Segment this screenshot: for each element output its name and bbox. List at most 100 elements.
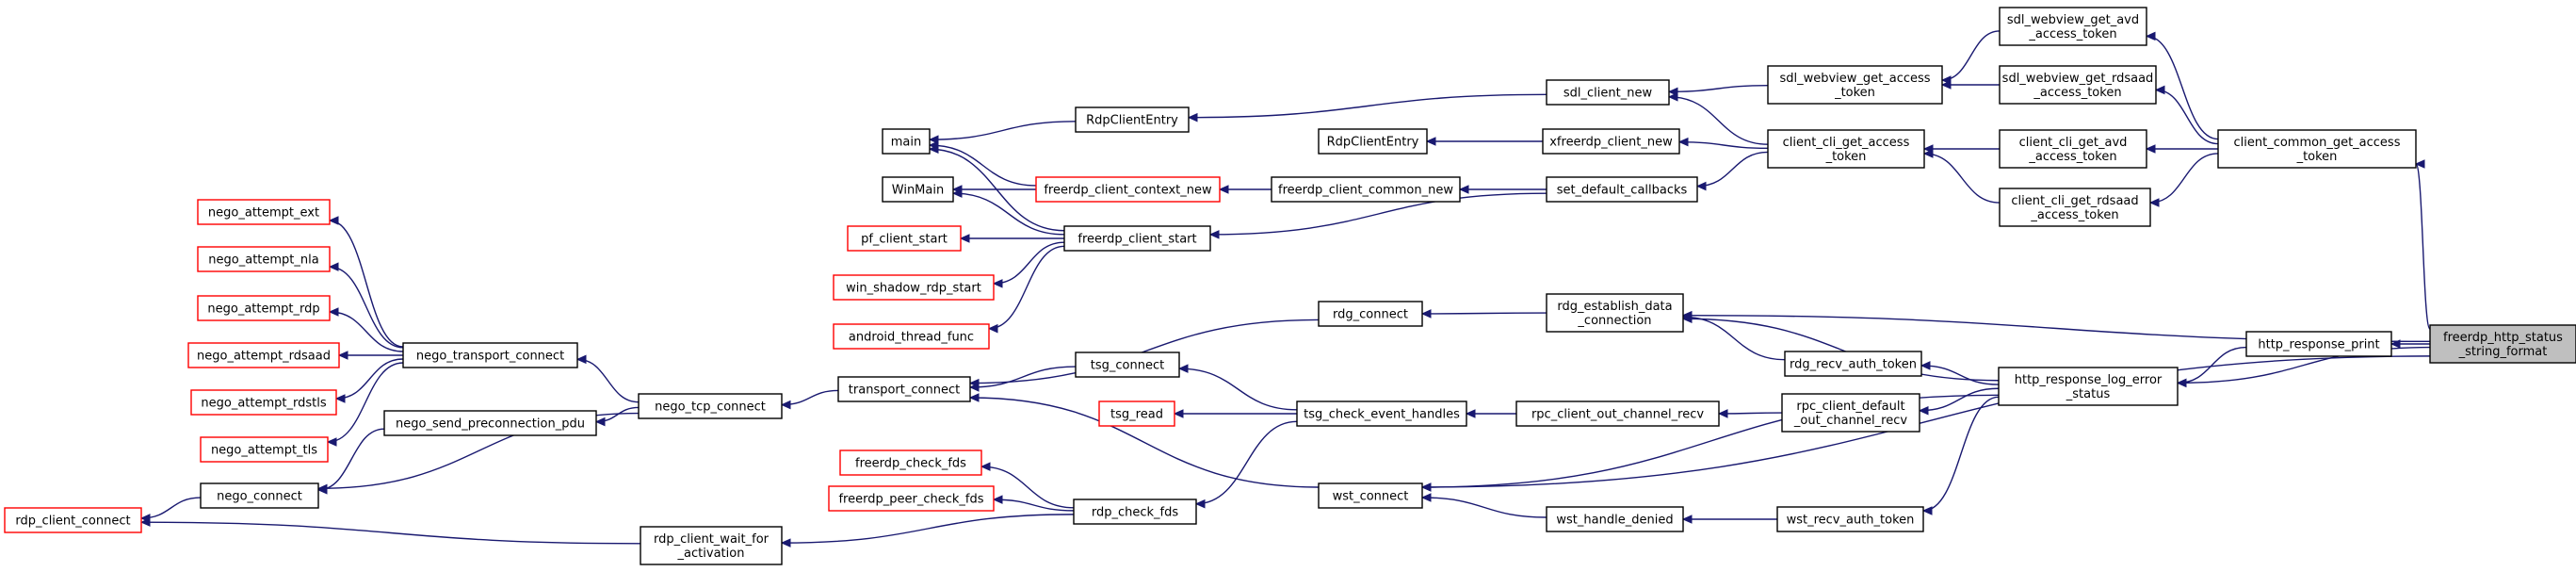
node-wst-handle-denied[interactable]: wst_handle_denied — [1546, 506, 1684, 532]
node-transport-connect[interactable]: transport_connect — [837, 376, 971, 402]
node-rdg-recv-auth-token[interactable]: rdg_recv_auth_token — [1784, 351, 1922, 377]
node-sdl-client-new[interactable]: sdl_client_new — [1546, 79, 1670, 106]
node-nego-attempt-nla[interactable]: nego_attempt_nla — [197, 246, 331, 272]
node-nego-attempt-tls[interactable]: nego_attempt_tls — [200, 436, 329, 463]
node-rdg-establish-data-connection[interactable]: rdg_establish_data_connection — [1546, 293, 1684, 333]
node-rpc-client-default-out-channel-recv[interactable]: rpc_client_default_out_channel_recv — [1781, 393, 1920, 433]
node-set-default-callbacks[interactable]: set_default_callbacks — [1546, 176, 1698, 203]
node-freerdp-check-fds[interactable]: freerdp_check_fds — [839, 449, 982, 476]
node-nego-tcp-connect[interactable]: nego_tcp_connect — [638, 393, 783, 419]
edge-sdl-webview-get-avd-access-token-to-sdl-webview-get-access-token — [1941, 30, 2001, 81]
node-label: _token — [2296, 150, 2338, 164]
node-tsg-check-event-handles[interactable]: tsg_check_event_handles — [1296, 400, 1467, 427]
arrowhead — [334, 394, 346, 403]
edge-rdp-client-wait-for-activation-to-rdp-client-connect — [140, 521, 641, 545]
arrowhead — [1177, 364, 1189, 373]
node-rdp-client-connect[interactable]: rdp_client_connect — [4, 507, 142, 533]
node-box — [197, 246, 331, 272]
node-rpc-client-out-channel-recv[interactable]: rpc_client_out_channel_recv — [1515, 400, 1720, 427]
edge-http-response-print-to-http-response-log-error-status — [2177, 346, 2247, 384]
arrowhead — [1681, 515, 1693, 524]
node-nego-send-preconnection-pdu[interactable]: nego_send_preconnection_pdu — [383, 410, 597, 436]
node-nego-attempt-ext[interactable]: nego_attempt_ext — [197, 199, 331, 225]
arrowhead — [1465, 409, 1476, 418]
edge-client-cli-get-rdsaad-access-token-to-client-cli-get-access-token — [1923, 153, 2001, 204]
node-tsg-connect[interactable]: tsg_connect — [1075, 351, 1180, 378]
edge-tsg-check-event-handles-to-rdp-check-fds — [1195, 420, 1298, 505]
arrowhead — [951, 188, 963, 198]
node-box — [1546, 293, 1684, 333]
arrowhead — [1208, 230, 1220, 239]
node-box — [1999, 7, 2147, 46]
node-label: RdpClientEntry — [1327, 136, 1419, 150]
node-freerdp-peer-check-fds[interactable]: freerdp_peer_check_fds — [828, 485, 995, 512]
node-sdl-webview-get-access-token[interactable]: sdl_webview_get_access_token — [1767, 65, 1943, 105]
node-RdpClientEntry-b[interactable]: RdpClientEntry — [1318, 128, 1428, 155]
node-freerdp-client-common-new[interactable]: freerdp_client_common_new — [1271, 176, 1461, 203]
node-client-cli-get-access-token[interactable]: client_cli_get_access_token — [1767, 129, 1925, 169]
edge-http-response-log-error-status-to-rpc-client-default-out-channel-recv — [1919, 387, 2000, 412]
node-box — [1767, 65, 1943, 105]
node-box — [1075, 351, 1180, 378]
node-wst-recv-auth-token[interactable]: wst_recv_auth_token — [1776, 506, 1924, 532]
node-WinMain[interactable]: WinMain — [882, 176, 954, 203]
node-label: set_default_callbacks — [1557, 184, 1688, 198]
edge-root-to-wst-connect — [1421, 355, 2431, 488]
arrowhead — [1717, 409, 1728, 418]
node-pf-client-start[interactable]: pf_client_start — [847, 225, 962, 252]
node-box — [1767, 129, 1925, 169]
node-main[interactable]: main — [882, 128, 931, 155]
node-label: transport_connect — [849, 384, 960, 398]
node-label: _access_token — [2033, 86, 2121, 100]
node-label: nego_tcp_connect — [655, 400, 766, 415]
node-nego-attempt-rdstls[interactable]: nego_attempt_rdstls — [190, 389, 337, 416]
node-freerdp-client-context-new[interactable]: freerdp_client_context_new — [1035, 176, 1221, 203]
node-sdl-webview-get-avd-access-token[interactable]: sdl_webview_get_avd_access_token — [1999, 7, 2147, 46]
edge-tsg-connect-to-transport-connect — [969, 366, 1077, 388]
node-tsg-read[interactable]: tsg_read — [1098, 400, 1175, 427]
node-sdl-webview-get-rdsaad-access-token[interactable]: sdl_webview_get_rdsaad_access_token — [1999, 65, 2157, 105]
node-label: _connection — [1577, 314, 1651, 328]
node-http-response-log-error-status[interactable]: http_response_log_error_status — [1998, 367, 2179, 406]
node-nego-connect[interactable]: nego_connect — [200, 482, 319, 509]
node-xfreerdp-client-new[interactable]: xfreerdp_client_new — [1542, 128, 1680, 155]
node-wst-connect[interactable]: wst_connect — [1318, 482, 1423, 509]
edge-rdg-establish-data-connection-to-rdg-connect — [1421, 312, 1547, 315]
node-android-thread-func[interactable]: android_thread_func — [833, 323, 990, 350]
node-label: nego_send_preconnection_pdu — [396, 417, 585, 432]
node-http-response-print[interactable]: http_response_print — [2245, 331, 2392, 357]
node-client-cli-get-rdsaad-access-token[interactable]: client_cli_get_rdsaad_access_token — [1999, 188, 2151, 227]
node-box — [2429, 324, 2576, 364]
node-label: _access_token — [2028, 150, 2116, 164]
node-nego-transport-connect[interactable]: nego_transport_connect — [402, 342, 578, 368]
edge-nego-send-preconnection-pdu-to-nego-connect — [317, 428, 385, 491]
call-graph-nodes: freerdp_http_status_string_format http_re… — [4, 7, 2576, 565]
node-RdpClientEntry-a[interactable]: RdpClientEntry — [1075, 106, 1190, 133]
node-box — [839, 449, 982, 476]
node-rdg-connect[interactable]: rdg_connect — [1318, 301, 1423, 327]
node-box — [828, 485, 995, 512]
node-win-shadow-rdp-start[interactable]: win_shadow_rdp_start — [833, 274, 995, 301]
node-nego-attempt-rdsaad[interactable]: nego_attempt_rdsaad — [187, 342, 340, 368]
node-box — [1098, 400, 1175, 427]
node-label: client_cli_get_access — [1783, 136, 1910, 150]
node-rdp-check-fds[interactable]: rdp_check_fds — [1073, 498, 1197, 525]
node-label: sdl_client_new — [1563, 87, 1653, 101]
node-rdp-client-wait-for-activation[interactable]: rdp_client_wait_for_activation — [640, 526, 783, 565]
node-label: wst_connect — [1333, 490, 1409, 504]
node-box — [200, 482, 319, 509]
arrowhead — [992, 495, 1003, 504]
node-label: nego_attempt_rdsaad — [197, 350, 331, 364]
node-freerdp-client-start[interactable]: freerdp_client_start — [1063, 225, 1211, 252]
node-client-cli-get-avd-access-token[interactable]: client_cli_get_avd_access_token — [1999, 129, 2147, 169]
node-label: sdl_webview_get_access — [1779, 72, 1930, 86]
node-label: rpc_client_out_channel_recv — [1531, 408, 1704, 422]
arrowhead — [1218, 185, 1229, 194]
node-nego-attempt-rdp[interactable]: nego_attempt_rdp — [197, 295, 331, 321]
edge-client-cli-get-access-token-to-xfreerdp-client-new — [1678, 140, 1769, 150]
node-box — [882, 176, 954, 203]
node-root[interactable]: freerdp_http_status_string_format — [2429, 324, 2576, 364]
node-client-common-get-access-token[interactable]: client_common_get_access_token — [2217, 129, 2417, 169]
arrowhead — [2390, 339, 2401, 349]
edge-client-common-get-access-token-to-sdl-webview-get-avd-access-token — [2146, 35, 2219, 140]
